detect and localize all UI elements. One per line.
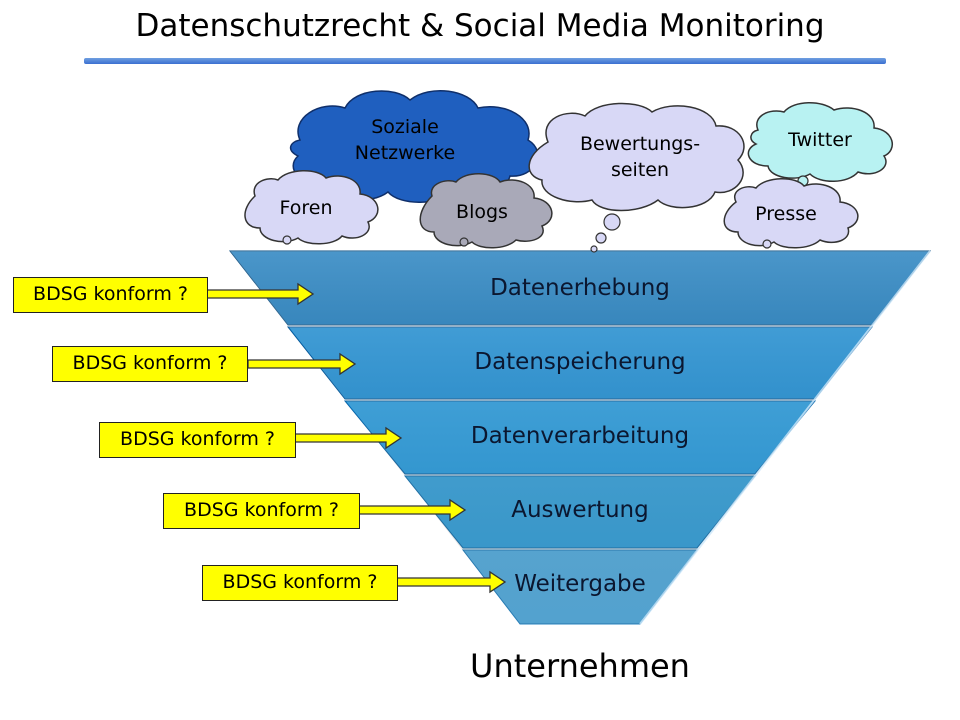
cloud-line: Foren xyxy=(279,197,333,219)
cloud-twitter xyxy=(747,102,894,187)
arrow-datenerhebung xyxy=(206,282,315,306)
cloud-label-twitter: Twitter xyxy=(760,127,880,153)
funnel-edge-highlight xyxy=(639,250,931,625)
layer-label: Auswertung xyxy=(511,497,649,523)
cloud-foren xyxy=(244,170,379,245)
cloud-label-blogs: Blogs xyxy=(432,199,532,225)
bdsg-check-box: BDSG konform ? xyxy=(99,422,296,458)
arrow-weitergabe xyxy=(396,570,507,594)
unternehmen-label: Unternehmen xyxy=(470,647,690,685)
cloud-line: Blogs xyxy=(456,201,508,223)
cloud-line: Presse xyxy=(755,203,817,225)
arrow-auswertung xyxy=(358,498,467,522)
funnel-shade xyxy=(230,251,930,624)
cloud-label-presse: Presse xyxy=(736,201,836,227)
arrow-datenverarbeitung xyxy=(294,426,403,450)
bdsg-check-box: BDSG konform ? xyxy=(52,346,248,382)
cloud-label-bewertung: Bewertungs- seiten xyxy=(565,131,715,183)
cloud-line: Netzwerke xyxy=(354,142,456,164)
cloud-presse xyxy=(723,178,859,249)
cloud-line: Soziale xyxy=(371,116,439,138)
cloud-label-soziale: Soziale Netzwerke xyxy=(330,114,480,166)
layer-label: Datenerhebung xyxy=(490,275,670,301)
bdsg-check-box: BDSG konform ? xyxy=(163,493,360,529)
cloud-label-foren: Foren xyxy=(256,195,356,221)
cloud-line: Twitter xyxy=(788,129,852,151)
bdsg-check-box: BDSG konform ? xyxy=(13,277,208,313)
bdsg-check-box: BDSG konform ? xyxy=(202,565,398,601)
cloud-blogs xyxy=(419,173,553,249)
layer-label: Datenverarbeitung xyxy=(470,423,690,449)
layer-label: Weitergabe xyxy=(514,571,646,597)
slide-title: Datenschutzrecht & Social Media Monitori… xyxy=(135,8,825,44)
cloud-line: Bewertungs- xyxy=(579,133,701,155)
arrow-datenspeicherung xyxy=(247,352,357,376)
title-underline xyxy=(84,58,886,64)
cloud-line: seiten xyxy=(610,159,670,181)
layer-label: Datenspeicherung xyxy=(474,349,686,375)
cloud-bewertungsseiten xyxy=(528,102,745,253)
